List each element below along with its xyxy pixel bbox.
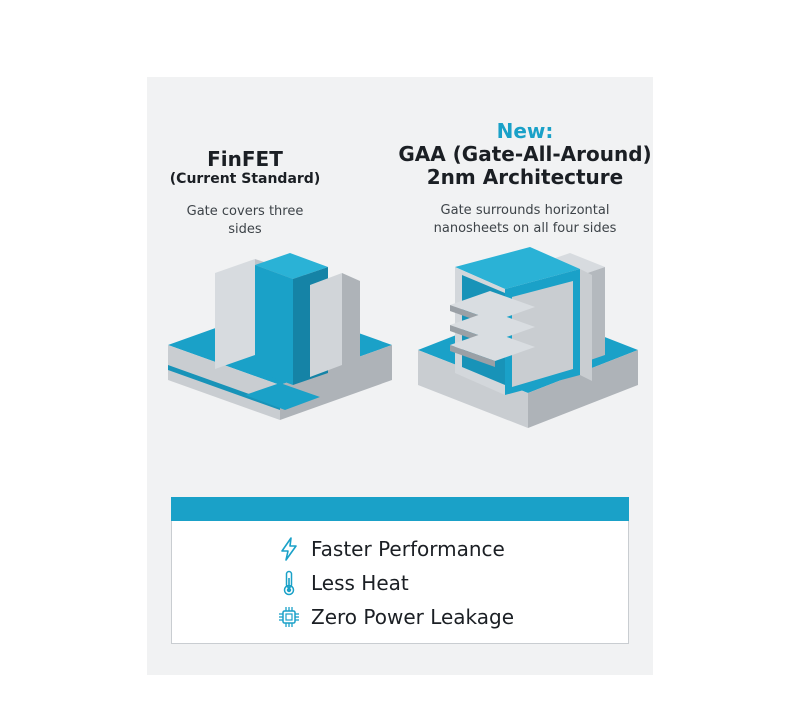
gaa-description-line2: nanosheets on all four sides [433, 220, 617, 236]
finfet-gate-front [255, 265, 293, 385]
gaa-tag: New: [496, 119, 554, 143]
gaa-description: Gate surrounds horizontal nanosheets on … [405, 202, 645, 237]
finfet-subtitle: (Current Standard) [169, 171, 321, 187]
benefits-header-bar [171, 497, 629, 521]
benefit-item-less-heat: Less Heat [277, 568, 409, 598]
gaa-nanosheet-2 [450, 311, 535, 341]
benefit-item-faster-performance: Faster Performance [277, 534, 505, 564]
finfet-base-left [168, 345, 280, 420]
gaa-gate-top [455, 247, 580, 289]
finfet-fin-left [215, 259, 255, 369]
gaa-nanosheet-3 [450, 331, 535, 361]
gaa-title-line1: GAA (Gate-All-Around) [398, 142, 652, 166]
benefits-box: Faster Performance Less Heat Zero Power … [171, 521, 629, 644]
benefit-label: Faster Performance [311, 537, 505, 561]
finfet-fin-right [310, 273, 342, 377]
finfet-gate-top [255, 253, 328, 279]
finfet-illustration [168, 253, 392, 420]
gaa-illustration [418, 247, 638, 428]
gaa-base-right [528, 350, 638, 428]
lightning-icon [277, 536, 301, 562]
gaa-title-line2: 2nm Architecture [426, 165, 624, 189]
thermometer-icon [277, 570, 301, 596]
gaa-nanosheet-1 [450, 291, 535, 321]
finfet-heading: FinFET (Current Standard) [160, 147, 330, 188]
gaa-description-line1: Gate surrounds horizontal [440, 203, 610, 218]
gaa-base-left [418, 350, 528, 428]
benefit-item-zero-power-leakage: Zero Power Leakage [277, 602, 514, 632]
gaa-heading: New: GAA (Gate-All-Around) 2nm Architect… [395, 120, 655, 189]
benefit-label: Less Heat [311, 571, 409, 595]
finfet-description: Gate covers three sides [186, 204, 304, 237]
chip-icon [277, 604, 301, 630]
finfet-title: FinFET [207, 147, 283, 171]
benefit-label: Zero Power Leakage [311, 605, 515, 629]
